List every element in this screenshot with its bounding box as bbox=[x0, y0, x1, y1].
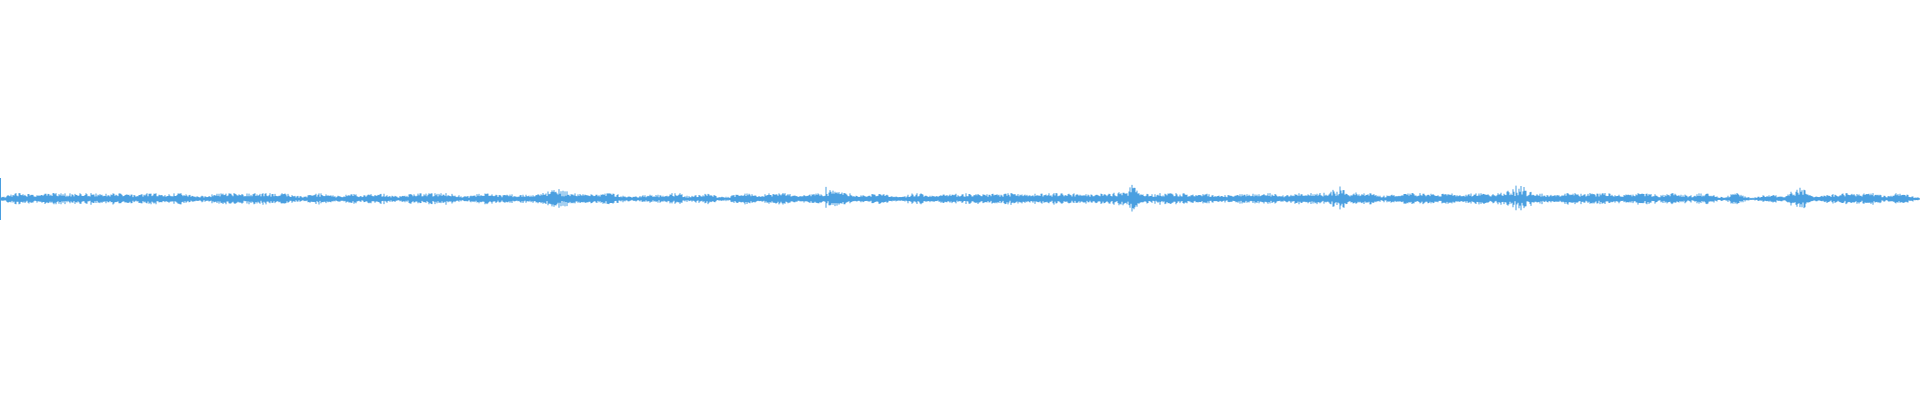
waveform-trace bbox=[0, 184, 1920, 212]
